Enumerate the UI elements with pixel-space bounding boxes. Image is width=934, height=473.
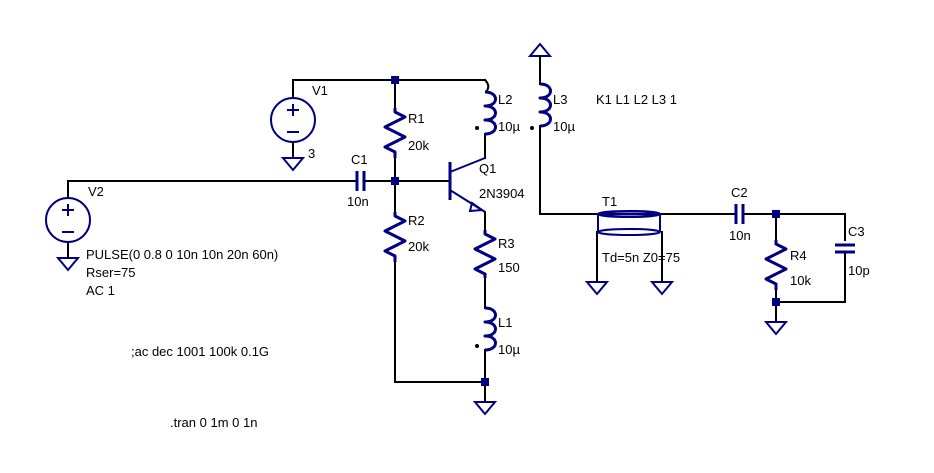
l1-value: 10µ [498, 342, 520, 357]
l2-name: L2 [498, 92, 512, 107]
q1-name: Q1 [479, 161, 496, 176]
r1-name: R1 [408, 111, 425, 126]
r2-resistor[interactable] [383, 212, 407, 262]
junctions [391, 76, 780, 386]
l1-name: L1 [498, 315, 512, 330]
wires [67, 67, 846, 403]
r1-value: 20k [408, 138, 429, 153]
l3-name: L3 [553, 92, 567, 107]
r2-value: 20k [408, 239, 429, 254]
l1-inductor[interactable] [475, 306, 497, 359]
c2-value: 10n [729, 228, 751, 243]
c2-capacitor[interactable] [734, 204, 745, 224]
ground-symbol-icon [280, 157, 306, 172]
r2-name: R2 [408, 213, 425, 228]
q1-npn-transistor[interactable] [448, 157, 486, 213]
ground-symbol-icon [584, 281, 610, 296]
v2-param: Rser=75 [86, 265, 136, 280]
l2-inductor[interactable] [475, 90, 497, 136]
t1-transmission-line[interactable] [597, 210, 661, 236]
v1-name: V1 [312, 83, 328, 98]
v2-param: AC 1 [86, 283, 115, 298]
v2-name: V2 [88, 184, 104, 199]
ac-directive[interactable]: ;ac dec 1001 100k 0.1G [131, 344, 269, 359]
c2-name: C2 [731, 185, 748, 200]
v1-voltage-source[interactable] [270, 97, 316, 143]
coupling-directive: K1 L1 L2 L3 1 [596, 92, 677, 107]
c1-name: C1 [351, 152, 368, 167]
ground-symbol-icon [55, 257, 81, 272]
r1-resistor[interactable] [383, 108, 407, 158]
c1-value: 10n [347, 194, 369, 209]
v1-value: 3 [308, 146, 315, 161]
r4-value: 10k [790, 273, 811, 288]
q1-value: 2N3904 [479, 186, 525, 201]
r3-value: 150 [498, 260, 520, 275]
labels: V1 3 V2 PULSE(0 0.8 0 10n 10n 20n 60n) R… [86, 83, 870, 430]
port-flag-icon [527, 42, 553, 69]
r4-resistor[interactable] [764, 240, 788, 290]
ground-symbol-icon [649, 281, 675, 296]
c3-value: 10p [848, 263, 870, 278]
ground-symbol-icon [763, 321, 789, 336]
r4-name: R4 [790, 248, 807, 263]
l3-inductor[interactable] [530, 82, 552, 135]
ground-symbol-icon [472, 401, 498, 416]
t1-name: T1 [602, 194, 617, 209]
v2-voltage-source[interactable] [45, 197, 91, 243]
t1-value: Td=5n Z0=75 [602, 250, 680, 265]
r3-name: R3 [498, 236, 515, 251]
c3-capacitor[interactable] [835, 243, 855, 254]
c3-name: C3 [848, 224, 865, 239]
r3-resistor[interactable] [473, 230, 497, 278]
l3-value: 10µ [553, 119, 575, 134]
l2-value: 10µ [498, 119, 520, 134]
v2-param: PULSE(0 0.8 0 10n 10n 20n 60n) [86, 247, 278, 262]
c1-capacitor[interactable] [355, 171, 366, 191]
tran-directive[interactable]: .tran 0 1m 0 1n [170, 415, 257, 430]
